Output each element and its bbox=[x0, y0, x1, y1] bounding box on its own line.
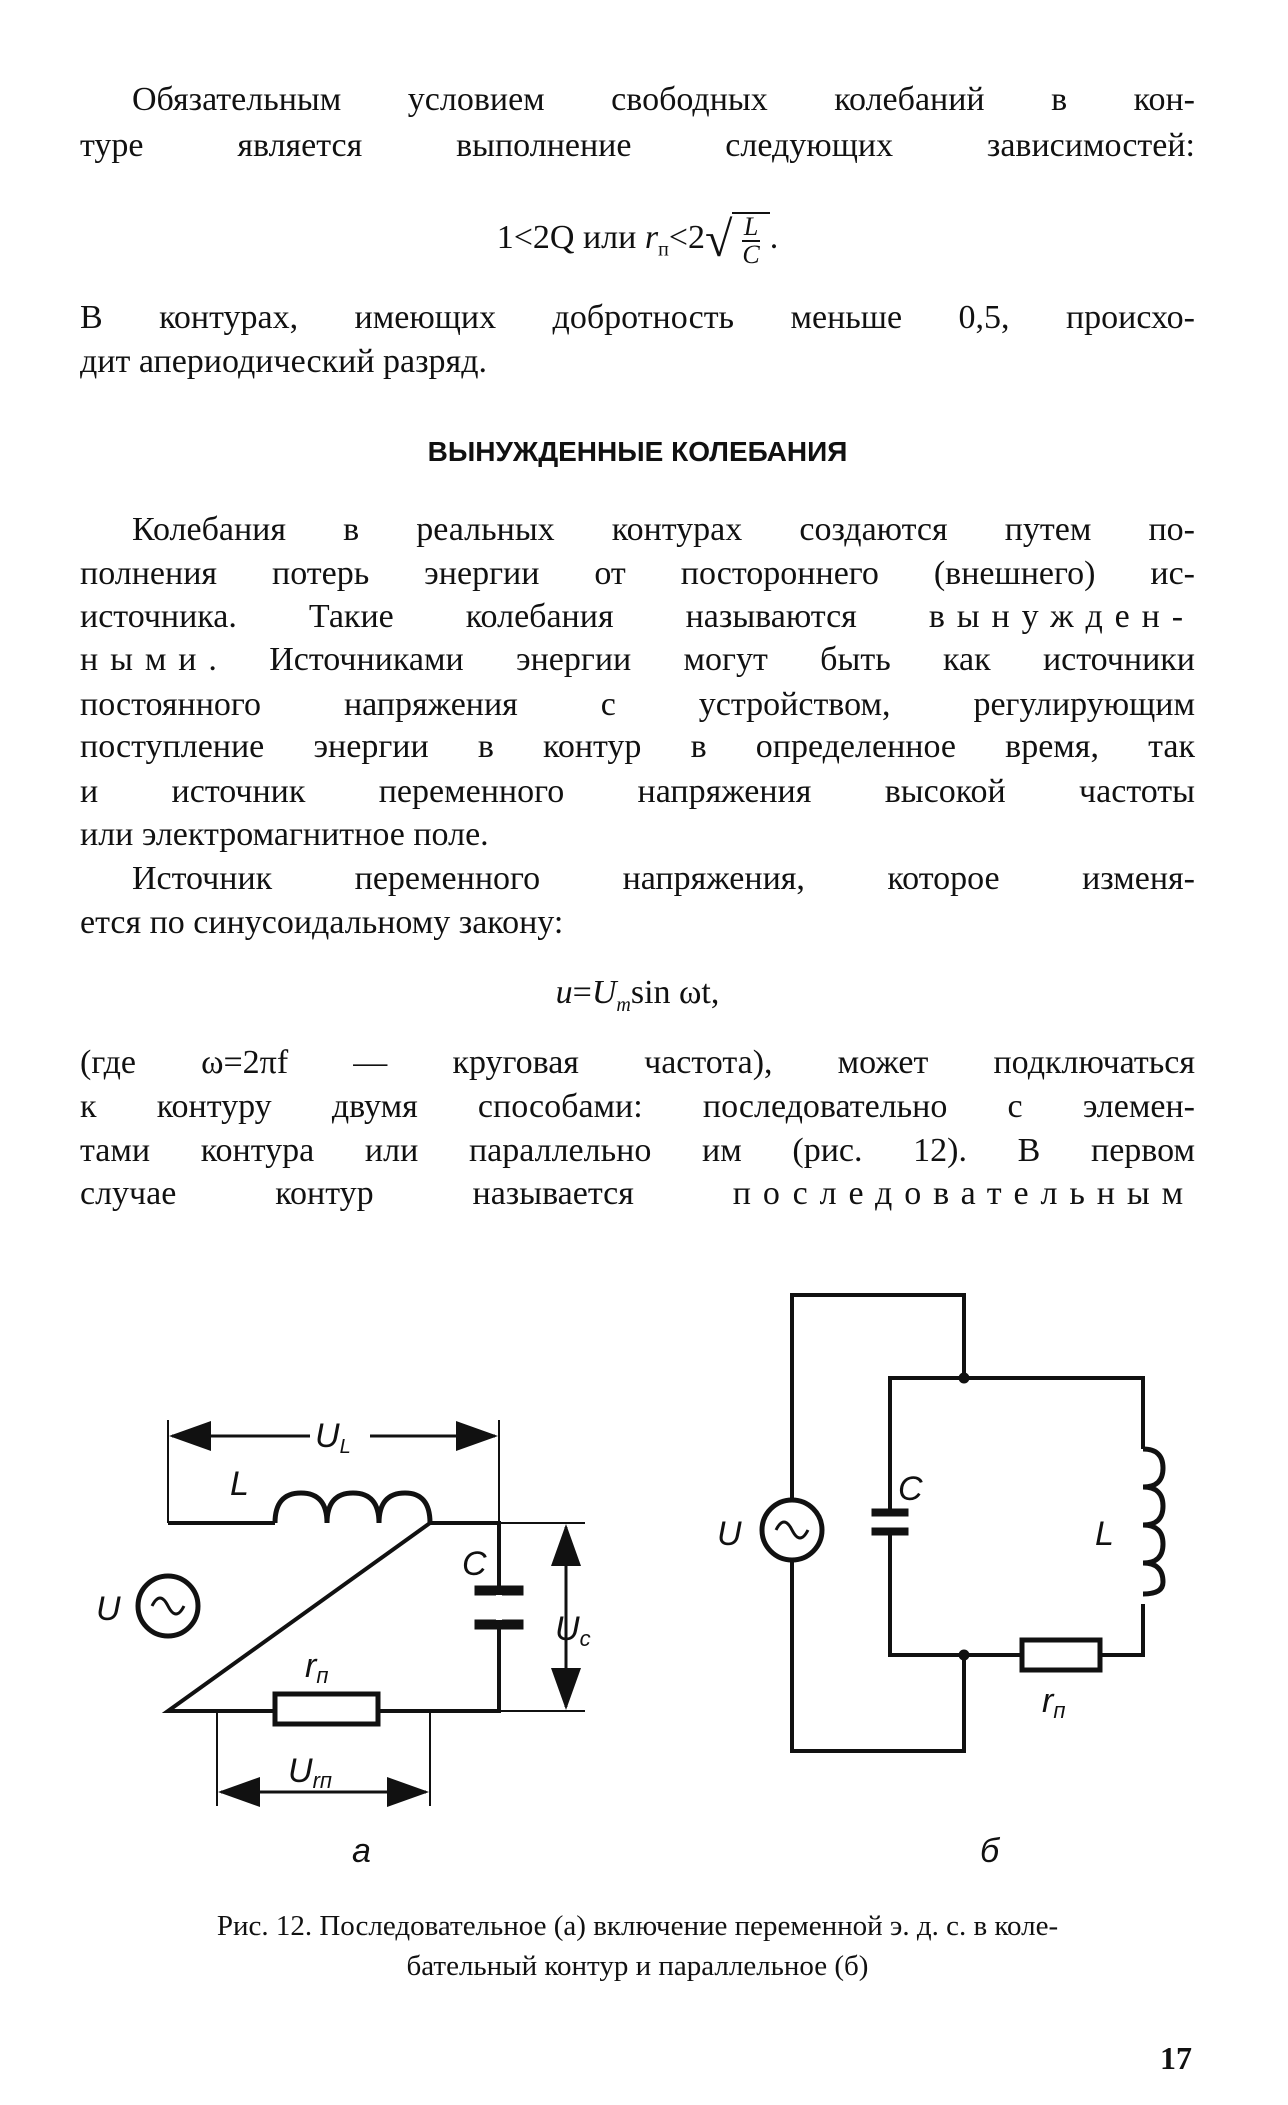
numerator: L bbox=[742, 212, 760, 242]
formula-part: U bbox=[591, 974, 617, 1011]
capacitor-plate bbox=[871, 1527, 909, 1536]
label-l: L bbox=[1095, 1515, 1114, 1553]
paragraph-line: ными. Источниками энергии могут быть как… bbox=[80, 640, 1195, 680]
emphasis-text: вынужден- bbox=[928, 598, 1195, 635]
inductor-symbol bbox=[1142, 1446, 1166, 1597]
emphasis-text: ными bbox=[80, 641, 209, 678]
formula-part: <2 bbox=[668, 218, 705, 256]
formula-part: u bbox=[555, 974, 573, 1011]
label-u: U bbox=[717, 1515, 742, 1553]
paragraph-line: к контуру двумя способами: последователь… bbox=[80, 1088, 1195, 1125]
paragraph-line: источника. Такие колебания называются вы… bbox=[80, 597, 1195, 637]
paragraph-line: Колебания в реальных контурах создаются … bbox=[132, 511, 1195, 548]
capacitor-plate bbox=[474, 1585, 524, 1596]
formula-part: sin ωt, bbox=[630, 974, 720, 1011]
formula-part: m bbox=[616, 993, 631, 1016]
paragraph-line: поступление энергии в контур в определен… bbox=[80, 728, 1195, 765]
paragraph-line: Источник переменного напряжения, которое… bbox=[132, 860, 1195, 897]
text-part: . Источниками энергии могут быть как ист… bbox=[208, 641, 1195, 678]
paragraph-line: В контурах, имеющих добротность меньше 0… bbox=[80, 299, 1195, 336]
label-l: L bbox=[230, 1465, 249, 1503]
resistor-symbol bbox=[272, 1691, 381, 1727]
page-number: 17 bbox=[1160, 2040, 1192, 2076]
paragraph-line: Обязательным условием свободных колебани… bbox=[132, 81, 1195, 118]
figure-label-a: а bbox=[352, 1832, 371, 1870]
section-heading: ВЫНУЖДЕННЫЕ КОЛЕБАНИЯ bbox=[427, 436, 848, 467]
text-part: источника. Такие колебания называются bbox=[80, 598, 857, 635]
parallel-circuit bbox=[759, 1293, 1166, 1753]
paragraph-line: постоянного напряжения с устройством, ре… bbox=[80, 686, 1195, 723]
paragraph-line: и источник переменного напряжения высоко… bbox=[80, 773, 1195, 810]
formula-part: 1<2Q или bbox=[496, 218, 645, 256]
paragraph-line: (где ω=2πf — круговая частота), может по… bbox=[80, 1044, 1195, 1081]
formula-part: r bbox=[644, 218, 659, 256]
sine-icon bbox=[774, 1520, 810, 1540]
label-c: C bbox=[898, 1470, 923, 1508]
paragraph-line: тами контура или параллельно им (рис. 12… bbox=[80, 1132, 1195, 1169]
label-rn: rп bbox=[305, 1647, 328, 1688]
paragraph-line: дит апериодический разряд. bbox=[80, 343, 487, 380]
paragraph-line: ется по синусоидальному закону: bbox=[80, 904, 564, 941]
formula-part: = bbox=[572, 974, 592, 1011]
formula-voltage: u=Umsin ωt, bbox=[80, 973, 1195, 1025]
wire bbox=[161, 1521, 501, 1713]
label-urn: Urп bbox=[288, 1752, 332, 1793]
sqrt-sign: √ bbox=[704, 210, 733, 267]
emphasis-text: последовательным bbox=[732, 1175, 1195, 1212]
junction-dot bbox=[958, 1372, 970, 1384]
figure-label-b: б bbox=[980, 1832, 1001, 1870]
label-uc: Uc bbox=[555, 1610, 591, 1651]
denominator: C bbox=[742, 240, 760, 269]
resistor-symbol bbox=[1019, 1637, 1103, 1673]
sine-icon bbox=[150, 1596, 186, 1616]
paragraph-line: случае контур называется последовательны… bbox=[80, 1174, 1195, 1214]
text-part: случае контур называется bbox=[80, 1175, 634, 1212]
formula-part: . bbox=[769, 218, 779, 256]
formula-part: п bbox=[658, 238, 669, 261]
paragraph-line: туре является выполнение следующих завис… bbox=[80, 127, 1195, 164]
capacitor-plate bbox=[871, 1508, 909, 1517]
label-rn: rп bbox=[1042, 1682, 1065, 1723]
paragraph-line: полнения потерь энергии от постороннего … bbox=[80, 555, 1195, 592]
label-c: C bbox=[462, 1545, 487, 1583]
label-u: U bbox=[96, 1590, 121, 1628]
inductor-symbol bbox=[272, 1490, 433, 1524]
figure-caption: Рис. 12. Последовательное (а) включение … bbox=[216, 1910, 1059, 1942]
figure-caption: бательный контур и параллельное (б) bbox=[406, 1950, 869, 1982]
series-circuit bbox=[135, 1420, 585, 1807]
junction-dot bbox=[958, 1649, 970, 1661]
capacitor-plate bbox=[474, 1619, 524, 1630]
label-ul: UL bbox=[315, 1417, 351, 1458]
paragraph-line: или электромагнитное поле. bbox=[80, 816, 489, 853]
